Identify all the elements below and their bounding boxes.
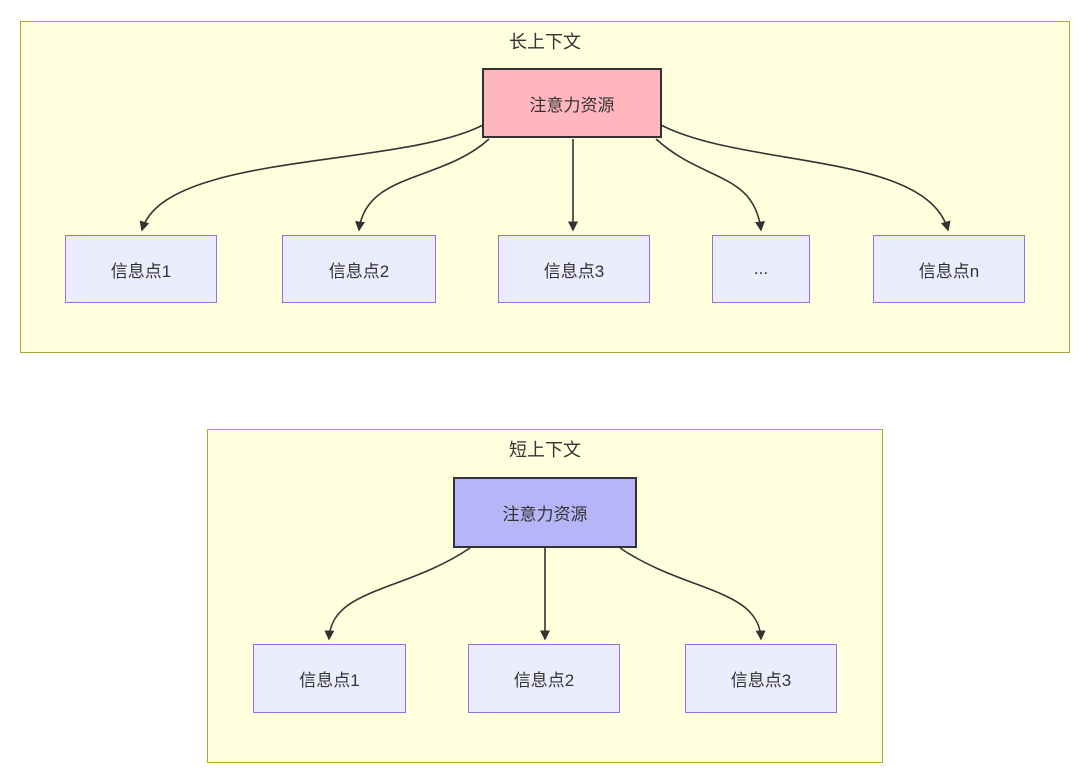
- long-info-node-3: 信息点3: [498, 235, 650, 303]
- long-info-node-1: 信息点1: [65, 235, 217, 303]
- edge-long-root-to-point-ellipsis: [655, 138, 765, 232]
- edge-long-root-to-point2: [355, 138, 490, 232]
- edge-long-root-to-point-n: [660, 124, 951, 232]
- long-info-node-ellipsis: ...: [712, 235, 810, 303]
- long-info-node-2: 信息点2: [282, 235, 436, 303]
- short-context-title: 短上下文: [509, 440, 581, 460]
- short-attention-resource-node: 注意力资源: [453, 477, 637, 548]
- edge-short-root-to-point3: [619, 547, 766, 641]
- short-info-node-1: 信息点1: [253, 644, 406, 713]
- short-info-node-3: 信息点3: [685, 644, 837, 713]
- long-info-node-n: 信息点n: [873, 235, 1025, 303]
- long-attention-resource-node: 注意力资源: [482, 68, 662, 138]
- edge-short-root-to-point1: [324, 547, 471, 641]
- edge-long-root-to-point1: [139, 124, 484, 232]
- long-context-title: 长上下文: [509, 32, 581, 52]
- short-info-node-2: 信息点2: [468, 644, 620, 713]
